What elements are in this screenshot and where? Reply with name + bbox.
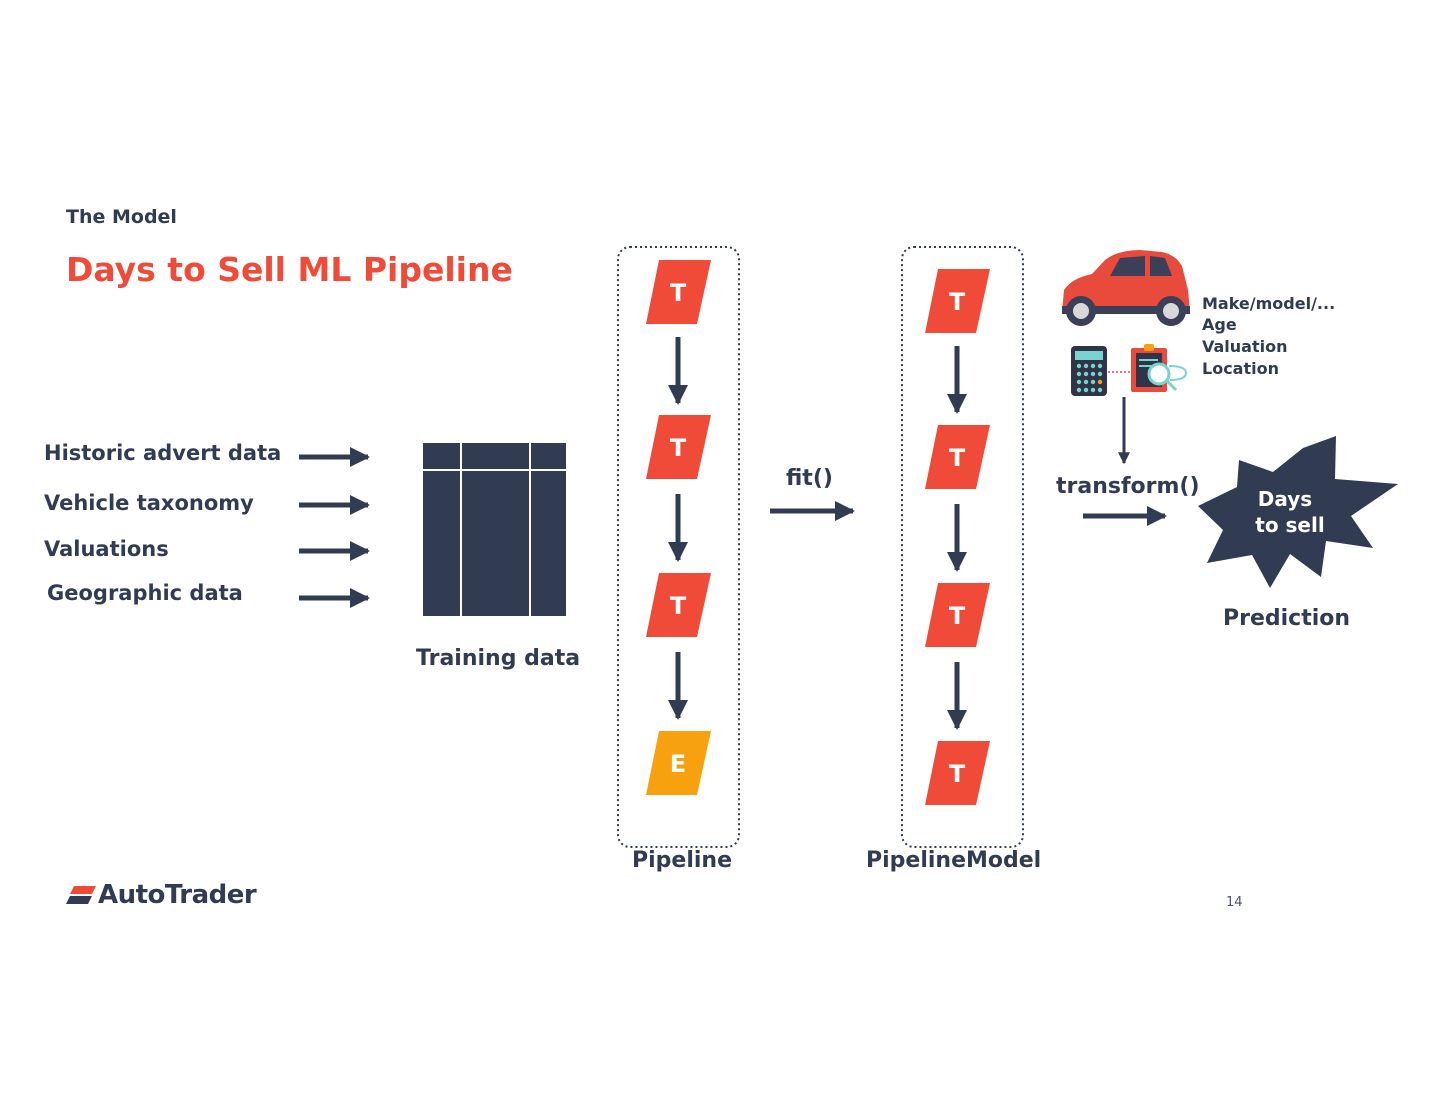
attribute-age: Age bbox=[1202, 315, 1237, 334]
pipeline-stage-3: T bbox=[646, 573, 711, 637]
input-label-vehicle-taxonomy: Vehicle taxonomy bbox=[44, 491, 254, 515]
svg-text:T: T bbox=[670, 434, 687, 462]
pipeline-model-stage-2: T bbox=[925, 425, 990, 489]
input-label-geographic-data: Geographic data bbox=[47, 581, 243, 605]
autotrader-logo: AutoTrader bbox=[66, 880, 257, 910]
page-title: Days to Sell ML Pipeline bbox=[66, 250, 513, 289]
svg-text:T: T bbox=[670, 279, 687, 307]
pipeline-stage-1: T bbox=[646, 260, 711, 324]
pipeline-model-stage-3: T bbox=[925, 583, 990, 647]
svg-text:T: T bbox=[949, 602, 966, 630]
fit-label: fit() bbox=[786, 466, 833, 491]
prediction-label: Prediction bbox=[1223, 606, 1351, 631]
input-label-historic-advert-data: Historic advert data bbox=[44, 441, 282, 465]
attribute-location: Location bbox=[1202, 359, 1279, 378]
pipeline-model-stage-1: T bbox=[925, 269, 990, 333]
calculator-icon bbox=[1071, 346, 1107, 396]
svg-text:T: T bbox=[670, 592, 687, 620]
attribute-make-model: Make/model/... bbox=[1202, 294, 1336, 313]
magnifier-icon bbox=[1147, 362, 1188, 392]
autotrader-mark-icon bbox=[66, 886, 96, 904]
page-number: 14 bbox=[1226, 895, 1243, 910]
car-icon bbox=[1062, 250, 1190, 326]
prediction-burst-line2: to sell bbox=[1255, 513, 1324, 537]
training-data-table-icon bbox=[423, 443, 566, 616]
svg-text:T: T bbox=[949, 444, 966, 472]
svg-text:E: E bbox=[670, 750, 686, 778]
section-label: The Model bbox=[66, 206, 177, 228]
pipeline-label: Pipeline bbox=[632, 848, 732, 873]
pipeline-stage-4-estimator: E bbox=[646, 731, 711, 795]
prediction-burst-line1: Days bbox=[1258, 487, 1312, 511]
svg-text:T: T bbox=[949, 760, 966, 788]
input-label-valuations: Valuations bbox=[44, 537, 169, 561]
svg-text:T: T bbox=[949, 288, 966, 316]
transform-label: transform() bbox=[1056, 474, 1200, 499]
pipeline-stage-2: T bbox=[646, 415, 711, 479]
brand-name: AutoTrader bbox=[98, 880, 257, 910]
pipeline-model-stage-4: T bbox=[925, 741, 990, 805]
training-data-label: Training data bbox=[416, 646, 581, 671]
prediction-burst bbox=[1198, 436, 1398, 588]
pipeline-model-label: PipelineModel bbox=[866, 848, 1042, 873]
attribute-valuation: Valuation bbox=[1202, 337, 1288, 356]
